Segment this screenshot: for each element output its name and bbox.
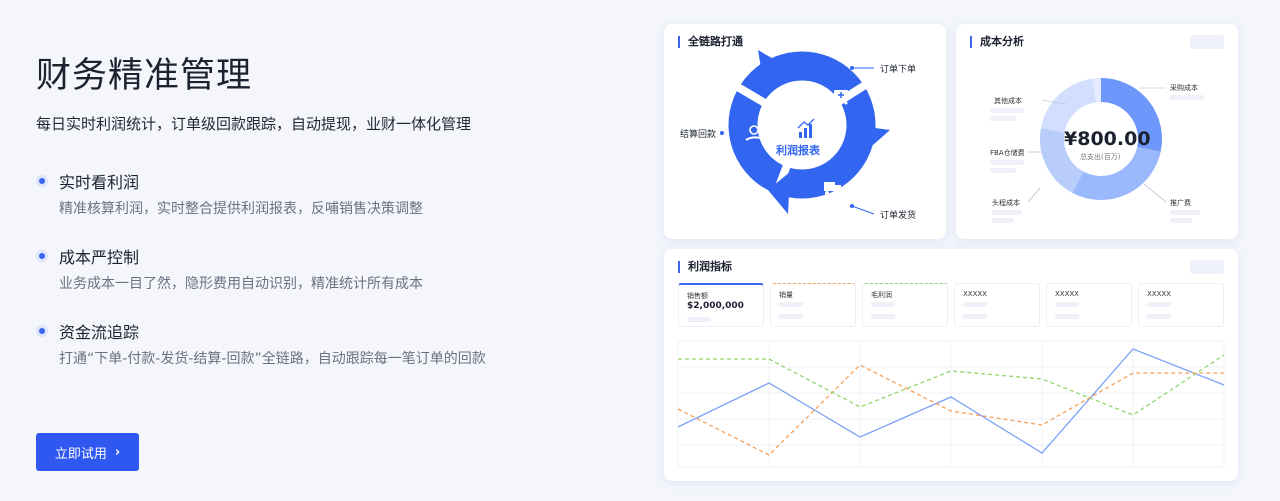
trend-line-orange (677, 364, 1224, 456)
profit-trend-chart (677, 340, 1225, 468)
cost-segment-label: 采购成本 (1170, 84, 1198, 92)
hero-section: 财务精准管理 每日实时利润统计，订单级回款跟踪，自动提现，业财一体化管理 实时看… (36, 54, 506, 394)
kpi-card[interactable]: 毛利润 (862, 283, 948, 327)
cost-segment-label: 其他成本 (994, 97, 1022, 105)
chain-card: 全链路打通 (664, 24, 946, 239)
truck-icon (824, 182, 841, 195)
kpi-row: 销售额 $2,000,000 销量 毛利润 XXXXX XXXXX XXXXX (678, 283, 1224, 327)
try-now-button[interactable]: 立即试用 › (36, 433, 139, 471)
cost-card: 成本分析 ¥800.00 总支出(百万) 采购成本 推广费 头程成本 FBA仓储… (956, 24, 1238, 239)
kpi-value: $2,000,000 (687, 301, 744, 311)
bullet-icon (36, 175, 48, 187)
donut-segment (1040, 128, 1085, 193)
cart-icon (834, 90, 848, 105)
cost-segment-label: FBA仓储费 (990, 149, 1025, 157)
cost-card-title: 成本分析 (970, 36, 1024, 48)
feature-title: 实时看利润 (59, 173, 140, 192)
feature-desc: 精准核算利润，实时整合提供利润报表，反哺销售决策调整 (59, 201, 423, 217)
cycle-arrow-head (768, 172, 790, 214)
feature-desc: 业务成本一目了然，隐形费用自动识别，精准统计所有成本 (59, 276, 423, 292)
cost-donut-chart (1027, 78, 1167, 203)
feature-item-profit: 实时看利润 精准核算利润，实时整合提供利润报表，反哺销售决策调整 (36, 169, 506, 222)
feature-item-cost: 成本严控制 业务成本一目了然，隐形费用自动识别，精准统计所有成本 (36, 244, 506, 297)
chevron-right-icon: › (114, 444, 121, 460)
chain-node-order: 订单下单 (880, 65, 917, 75)
donut-segment (1040, 78, 1097, 134)
kpi-card[interactable]: XXXXX (1046, 283, 1132, 327)
profit-placeholder (1190, 260, 1224, 274)
try-now-label: 立即试用 (54, 446, 107, 462)
feature-list: 实时看利润 精准核算利润，实时整合提供利润报表，反哺销售决策调整 成本严控制 业… (36, 169, 506, 372)
cost-segment-label: 推广费 (1170, 199, 1191, 207)
feature-item-cashflow: 资金流追踪 打通“下单-付款-发货-结算-回款”全链路，自动跟踪每一笔订单的回款 (36, 319, 506, 372)
chain-card-title: 全链路打通 (678, 36, 743, 48)
profit-card: 利润指标 销售额 $2,000,000 销量 毛利润 XXXXX XXXXX (664, 249, 1238, 481)
hand-coin-icon (745, 125, 765, 141)
chain-center-label: 利润报表 (776, 144, 820, 157)
feature-desc: 打通“下单-付款-发货-结算-回款”全链路，自动跟踪每一笔订单的回款 (59, 351, 486, 367)
cost-center-caption: 总支出(百万) (1080, 153, 1121, 161)
chain-node-settle: 结算回款 (680, 130, 717, 140)
kpi-card[interactable]: XXXXX (954, 283, 1040, 327)
kpi-card[interactable]: 销量 (770, 283, 856, 327)
kpi-card[interactable]: XXXXX (1138, 283, 1224, 327)
feature-title: 成本严控制 (59, 248, 140, 267)
cost-segment-label: 头程成本 (992, 199, 1020, 207)
cycle-arrow-head (860, 126, 890, 152)
bullet-icon (36, 250, 48, 262)
cycle-arrow-head (758, 50, 782, 74)
chain-cycle-diagram (720, 50, 890, 215)
cost-center-value: ¥800.00 (1064, 128, 1151, 150)
trend-line-green (678, 354, 1225, 416)
kpi-card[interactable]: 销售额 $2,000,000 (678, 283, 764, 327)
bullet-icon (36, 325, 48, 337)
chain-node-ship: 订单发货 (880, 211, 917, 221)
bar-chart-icon (797, 118, 815, 138)
donut-segment (1100, 78, 1162, 152)
page-title: 财务精准管理 (36, 56, 253, 96)
page-subtitle: 每日实时利润统计，订单级回款跟踪，自动提现，业财一体化管理 (36, 115, 472, 133)
donut-segment (1072, 146, 1161, 200)
trend-line-blue (677, 348, 1225, 454)
feature-title: 资金流追踪 (59, 323, 140, 342)
cost-placeholder (1190, 35, 1224, 49)
profit-card-title: 利润指标 (678, 261, 732, 273)
